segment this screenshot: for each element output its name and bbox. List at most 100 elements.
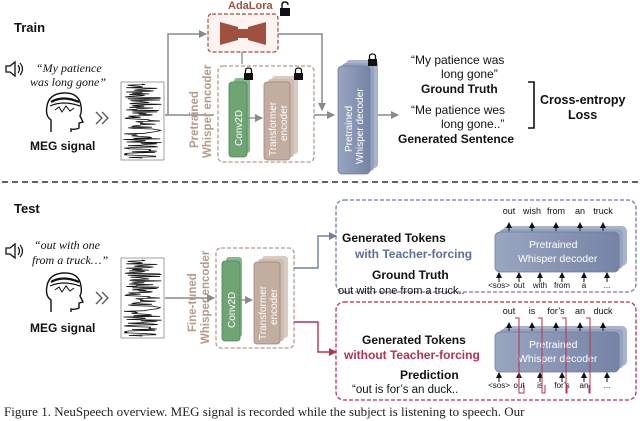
lock-icon bbox=[368, 53, 377, 66]
train-generated-line2: long gone..” bbox=[441, 117, 504, 131]
pretrained-encoder-label-line1: Pretrained bbox=[189, 91, 201, 148]
feedback-arrow bbox=[586, 317, 591, 394]
input-token: with bbox=[532, 281, 547, 290]
head-with-meg-sensor-icon bbox=[45, 272, 85, 312]
train-generated-line1: “Me patience wes bbox=[411, 103, 505, 117]
tf-decoder-label-line2: Whisper decoder bbox=[518, 253, 598, 265]
tf-decoder-label-line1: Pretrained bbox=[529, 239, 578, 251]
lock-icon bbox=[294, 67, 303, 80]
pretrained-encoder-label-line2: Whisper encoder bbox=[202, 64, 214, 158]
unlock-icon bbox=[280, 1, 290, 16]
ntf-mode-label: without Teacher-forcing bbox=[343, 348, 480, 362]
test-transformer-label-line1: Transformer bbox=[258, 285, 269, 340]
finetuned-encoder-label-line1: Fine-tuned bbox=[187, 273, 199, 332]
test-quote-line2: from a truck…” bbox=[32, 253, 109, 267]
test-quote-line1: “out with one bbox=[34, 238, 101, 252]
input-token: is bbox=[537, 381, 543, 390]
tf-decoder-block bbox=[494, 226, 627, 273]
input-token: for’s bbox=[554, 381, 569, 390]
ntf-generated-label: Generated Tokens bbox=[362, 333, 466, 347]
train-conv2d-label: Conv2D bbox=[234, 110, 245, 146]
loss-bracket bbox=[528, 81, 535, 129]
loss-label-line2: Loss bbox=[568, 108, 597, 122]
chevron-right-icon bbox=[95, 111, 109, 125]
output-token: duck bbox=[593, 306, 613, 316]
train-ground-truth-line2: long gone” bbox=[441, 67, 498, 81]
ntf-prediction-text: “out is for’s an duck.. bbox=[352, 384, 458, 396]
finetuned-encoder-label-line2: Whisper encoder bbox=[200, 250, 212, 344]
tf-generated-label: Generated Tokens bbox=[342, 231, 446, 245]
head-with-meg-sensor-icon bbox=[45, 92, 85, 132]
test-transformer-block bbox=[253, 256, 288, 345]
figure-caption: Figure 1. NeuSpeech overview. MEG signal… bbox=[4, 404, 525, 419]
output-token: wish bbox=[522, 206, 541, 216]
output-token: an bbox=[575, 306, 585, 316]
test-encoder-frame bbox=[215, 247, 295, 349]
output-token: out bbox=[503, 206, 516, 216]
tf-ground-truth-text: out with one from a truck.. bbox=[338, 285, 465, 297]
test-conv2d-block bbox=[221, 257, 242, 342]
train-meg-label: MEG signal bbox=[30, 139, 95, 153]
train-encoder-frame bbox=[217, 65, 315, 163]
test-transformer-label-line2: encoder bbox=[269, 288, 280, 325]
test-meg-signal-plot bbox=[120, 257, 165, 339]
train-decoder-label-line2: Whisper decoder bbox=[355, 88, 366, 164]
train-quote-line2: was long gone” bbox=[30, 75, 106, 89]
train-transformer-block bbox=[263, 76, 298, 161]
lock-icon bbox=[244, 67, 253, 80]
feedback-arrow bbox=[562, 317, 568, 394]
train-section-label: Train bbox=[14, 20, 45, 35]
input-token: <sos> bbox=[488, 281, 510, 290]
output-token: from bbox=[547, 206, 565, 216]
train-generated-label: Generated Sentence bbox=[398, 132, 514, 146]
adalora-label: AdaLora bbox=[228, 0, 274, 12]
input-token: ... bbox=[604, 281, 611, 290]
input-token: ... bbox=[604, 381, 611, 390]
output-token: truck bbox=[593, 206, 613, 216]
ntf-decoder-block bbox=[494, 326, 627, 373]
input-token: out bbox=[513, 281, 525, 290]
loss-label-line1: Cross-entropy bbox=[540, 93, 625, 107]
no-teacher-forcing-panel bbox=[335, 301, 637, 401]
input-token: an bbox=[580, 381, 589, 390]
train-ground-truth-label: Ground Truth bbox=[421, 82, 498, 96]
input-token: a bbox=[582, 281, 587, 290]
encoder-to-teacher-forcing-arrow bbox=[294, 232, 337, 269]
ntf-feedback-arrows bbox=[515, 317, 591, 394]
train-transformer-label-line2: encoder bbox=[279, 104, 290, 141]
ntf-decoder-label-line2: Whisper decoder bbox=[518, 353, 598, 365]
train-decoder-block bbox=[337, 60, 378, 175]
ntf-prediction-label: Prediction bbox=[400, 368, 459, 382]
adalora-to-decoder-arrow bbox=[278, 33, 326, 111]
output-token: for’s bbox=[547, 306, 565, 316]
speaker-icon bbox=[5, 242, 24, 260]
teacher-forcing-panel bbox=[335, 199, 637, 293]
input-token: <sos> bbox=[488, 381, 510, 390]
train-conv2d-block bbox=[228, 78, 250, 158]
output-token: an bbox=[575, 206, 585, 216]
output-token: out bbox=[503, 306, 516, 316]
feedback-arrow bbox=[515, 317, 525, 394]
input-token: from bbox=[554, 281, 570, 290]
test-conv2d-label: Conv2D bbox=[227, 292, 238, 328]
chevron-right-icon bbox=[95, 291, 109, 305]
test-section-label: Test bbox=[14, 201, 40, 216]
signal-to-adalora-arrow bbox=[167, 30, 207, 115]
adalora-module bbox=[207, 13, 279, 53]
train-ground-truth-line1: “My patience was bbox=[411, 53, 504, 67]
encoder-to-no-teacher-forcing-arrow bbox=[294, 321, 337, 356]
feedback-arrow bbox=[538, 317, 546, 394]
tf-ground-truth-label: Ground Truth bbox=[372, 268, 449, 282]
train-decoder-label-line1: Pretrained bbox=[344, 106, 355, 152]
test-meg-label: MEG signal bbox=[30, 321, 95, 335]
speaker-icon bbox=[5, 60, 24, 78]
tf-mode-label: with Teacher-forcing bbox=[354, 247, 472, 261]
train-meg-signal-plot bbox=[120, 81, 165, 161]
train-quote-line1: “My patience bbox=[36, 61, 102, 75]
ntf-decoder-label-line1: Pretrained bbox=[529, 339, 578, 351]
